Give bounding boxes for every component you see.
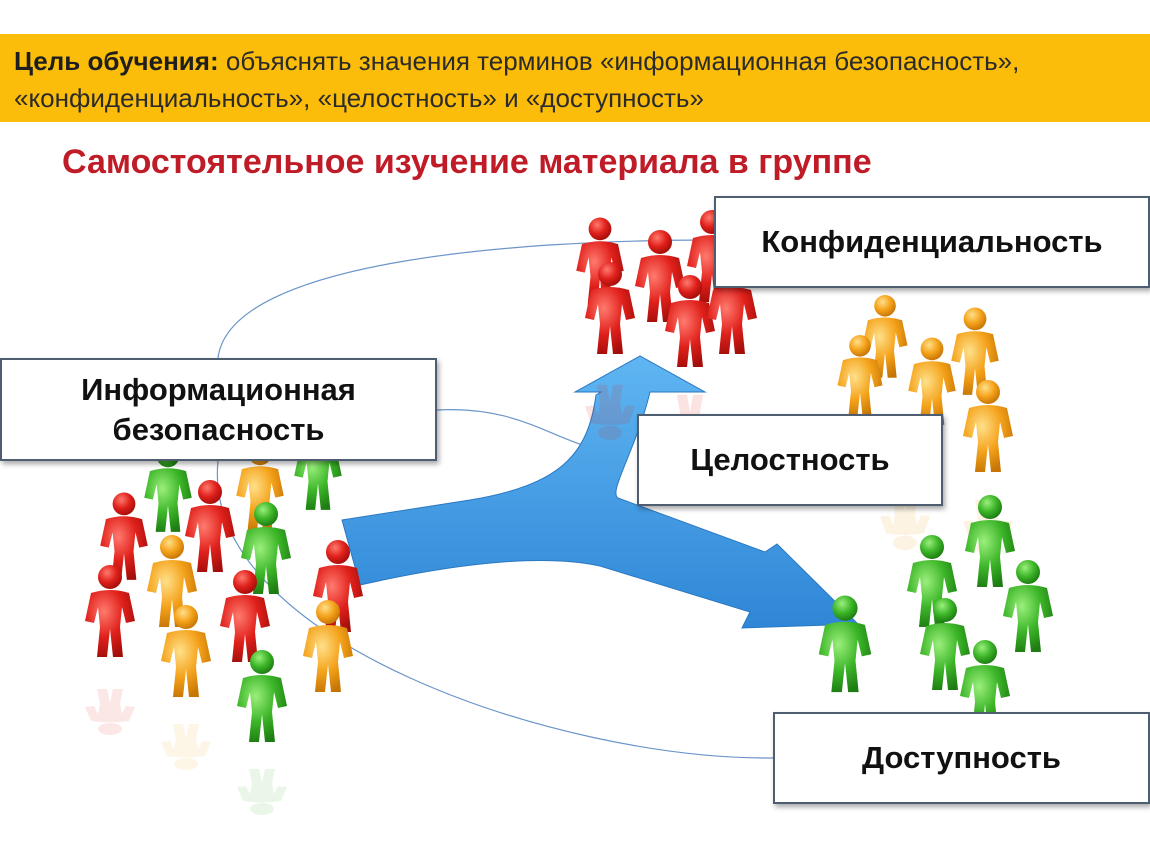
- term-confidentiality: Конфиденциальность: [761, 224, 1103, 259]
- term-box-information-security: Информационная безопасность: [0, 358, 437, 461]
- learning-goal-label: Цель обучения:: [14, 46, 219, 76]
- mixed-crowd-people: [85, 422, 363, 742]
- term-box-confidentiality: Конфиденциальность: [714, 196, 1150, 288]
- section-title: Самостоятельное изучение материала в гру…: [62, 143, 872, 181]
- term-box-availability: Доступность: [773, 712, 1150, 804]
- term-information-security-line2: безопасность: [112, 411, 325, 447]
- learning-goal-banner: Цель обучения: объяснять значения термин…: [0, 34, 1150, 122]
- term-information-security-line1: Информационная: [81, 371, 356, 407]
- term-availability: Доступность: [862, 740, 1061, 775]
- term-integrity: Целостность: [690, 442, 890, 477]
- green-group-people: [818, 495, 1053, 732]
- term-box-integrity: Целостность: [637, 414, 943, 506]
- learning-goal-text: объяснять значения терминов «информацион…: [14, 46, 1020, 113]
- split-arrow: [341, 355, 860, 629]
